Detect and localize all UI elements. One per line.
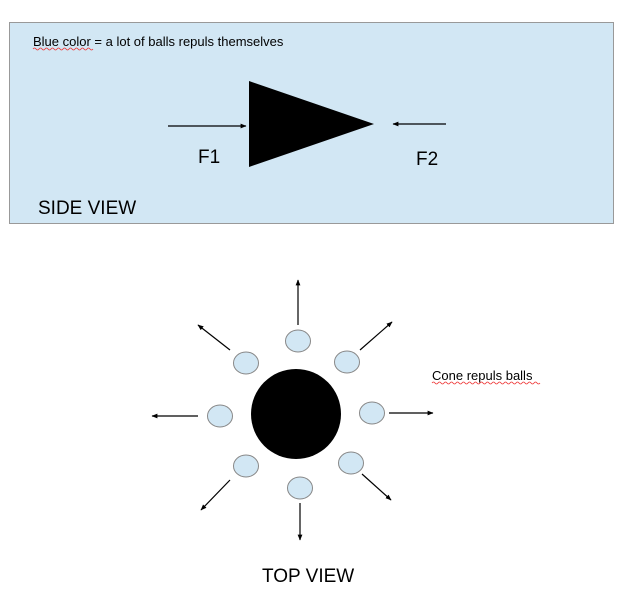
arrow-up-left bbox=[197, 324, 231, 351]
ball bbox=[233, 351, 259, 375]
ball bbox=[338, 451, 364, 475]
spellcheck-underline bbox=[32, 47, 94, 51]
arrow-down-left bbox=[200, 479, 231, 511]
ball bbox=[359, 401, 385, 425]
arrow-down-right bbox=[361, 473, 392, 501]
side-view-panel: Blue color = a lot of balls repuls thems… bbox=[9, 22, 614, 224]
spellcheck-underline bbox=[431, 381, 541, 385]
ball bbox=[334, 350, 360, 374]
ball bbox=[287, 476, 313, 500]
ball bbox=[207, 404, 233, 428]
ball bbox=[285, 329, 311, 353]
arrow-up-right bbox=[359, 321, 393, 351]
top-view-title: TOP VIEW bbox=[262, 566, 354, 587]
f1-label: F1 bbox=[198, 147, 220, 168]
cone-top bbox=[251, 369, 341, 459]
f2-label: F2 bbox=[416, 149, 438, 170]
cone-side bbox=[249, 81, 374, 167]
side-view-title: SIDE VIEW bbox=[38, 198, 136, 219]
side-view-caption: Blue color = a lot of balls repuls thems… bbox=[33, 34, 284, 49]
top-view-annotation: Cone repuls balls bbox=[432, 368, 533, 383]
ball bbox=[233, 454, 259, 478]
top-view: Cone repuls balls TOP VIEW bbox=[151, 279, 541, 587]
